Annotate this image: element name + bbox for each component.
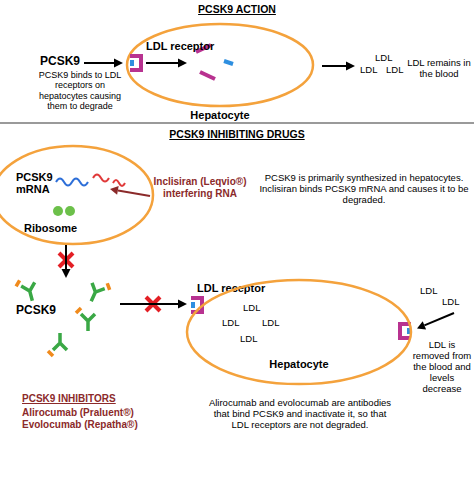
antibody	[81, 314, 95, 331]
receptor-site	[191, 302, 195, 308]
ldl-particle: LDL	[262, 318, 279, 329]
ldl-particle: LDL	[442, 297, 459, 308]
arrow-head	[62, 269, 71, 278]
receptor-fragment	[200, 72, 215, 79]
antibody-complex	[85, 277, 112, 306]
connector-line	[65, 245, 67, 270]
arrow-line	[118, 190, 150, 196]
node-label: PCSK9	[16, 304, 61, 317]
antibody	[53, 333, 67, 350]
pcsk9-protein	[105, 283, 112, 290]
mrna-strand	[56, 179, 88, 186]
separator	[0, 122, 474, 124]
description-note: PCSK9 is primarily synthesized in hepato…	[257, 173, 471, 206]
block-cross	[146, 297, 160, 311]
drug-name: Evolocumab (Repatha®)	[22, 419, 138, 431]
connector	[62, 245, 71, 278]
cell-ellipse: Hepatocyte	[125, 22, 315, 122]
cell-outline	[125, 22, 315, 122]
node-label: Hepatocyte	[264, 358, 334, 370]
ldl-particle: LDL	[420, 286, 437, 297]
cell-membrane	[0, 146, 153, 244]
ldl-particle: LDL	[240, 334, 257, 345]
drug-label: Inclisiran (Leqvio®) interfering RNA	[146, 176, 254, 199]
pcsk9-protein	[48, 351, 53, 356]
drug-name: Alirocumab (Praluent®)	[22, 407, 134, 419]
connector-line	[120, 303, 179, 305]
cell-membrane	[187, 280, 411, 384]
arrow-line	[424, 313, 454, 325]
arrow-line	[146, 62, 179, 64]
cell-ellipse: Hepatocyte	[185, 278, 413, 386]
description-note: PCSK9 binds to LDL receptors on hepatocy…	[36, 70, 124, 111]
block-cross	[59, 253, 73, 267]
antibody-complex	[15, 277, 39, 304]
node-label: Ribosome	[24, 222, 84, 234]
protein-cluster: PCSK9	[12, 278, 120, 360]
ldl-particle: LDL	[360, 65, 377, 76]
ldl-particle: LDL	[375, 53, 392, 64]
mrna-fragment	[93, 175, 109, 182]
receptor-symbol	[128, 54, 144, 74]
drug-heading: PCSK9 INHIBITORS	[22, 393, 116, 405]
ribosome-dot	[53, 206, 63, 216]
pcsk9-protein	[15, 280, 21, 286]
ribosome-dot	[65, 206, 75, 216]
block-cross	[146, 297, 160, 311]
node-label: LDL receptor	[146, 40, 218, 52]
cell-ellipse: PCSK9 mRNA Ribosome	[0, 145, 154, 245]
node-label: Hepatocyte	[185, 109, 255, 121]
receptor-fragment	[224, 61, 233, 64]
arrow-head	[178, 300, 187, 309]
antibody	[85, 283, 105, 304]
description-note: Alirocumab and evolocumab are antibodies…	[205, 398, 395, 431]
ldl-particle: LDL	[222, 318, 239, 329]
receptor-site	[130, 60, 134, 66]
receptor-body	[130, 56, 141, 70]
antibody	[21, 282, 39, 302]
ldl-particle: LDL	[386, 65, 403, 76]
arrow-line	[84, 62, 115, 64]
antibody-complex	[76, 308, 95, 331]
receptor-node: LDL receptor	[126, 40, 218, 76]
block-cross	[59, 253, 73, 267]
pcsk9-protein	[76, 308, 81, 313]
arrow-line	[322, 65, 347, 67]
description-note: LDL remains in the blood	[406, 58, 472, 80]
node-label: PCSK9 mRNA	[16, 171, 61, 195]
protein-name: PCSK9	[40, 55, 80, 69]
antibody-complex	[48, 333, 67, 356]
ldl-particle: LDL	[243, 303, 260, 314]
cell-membrane	[127, 24, 313, 106]
arrow-head	[346, 62, 355, 71]
section-heading: PCSK9 INHIBITING DRUGS	[117, 128, 357, 140]
arrow-head	[114, 59, 123, 68]
mrna-fragment	[113, 180, 125, 186]
connector	[120, 300, 187, 309]
arrow-head	[417, 321, 426, 329]
section-heading: PCSK9 ACTION	[137, 3, 337, 15]
description-note: LDL is removed from the blood and levels…	[410, 340, 474, 395]
arrow-head	[178, 59, 187, 68]
arrow-head	[110, 186, 119, 195]
